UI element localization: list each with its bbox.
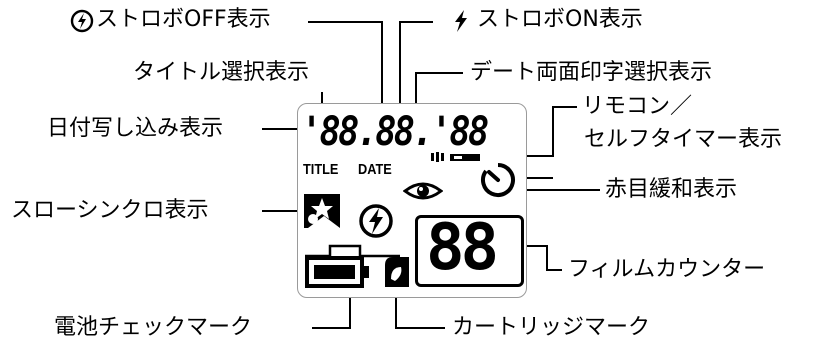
label-title-select: タイトル選択表示 bbox=[133, 60, 310, 85]
camera-outline bbox=[305, 244, 400, 258]
label-remote-self-timer-line1: リモコン／ bbox=[582, 94, 693, 119]
leader-film-counter bbox=[520, 245, 562, 271]
leader-cartridge bbox=[395, 289, 445, 329]
label-date-imprint: 日付写し込み表示 bbox=[47, 116, 224, 141]
label-cartridge: カートリッジマーク bbox=[452, 315, 651, 340]
label-date-print-select: デート両面印字選択表示 bbox=[470, 60, 713, 85]
label-battery-check: 電池チェックマーク bbox=[54, 315, 253, 340]
label-flash-off: ストロボOFF表示 bbox=[96, 7, 271, 32]
remote-control-icon bbox=[431, 152, 480, 162]
label-film-counter: フィルムカウンター bbox=[568, 257, 766, 282]
lightning-bolt-icon bbox=[455, 10, 467, 32]
lcd-title-text: TITLE bbox=[303, 161, 339, 178]
slow-sync-icon bbox=[304, 194, 340, 228]
lcd-date-digits: '88.88.'88 bbox=[301, 109, 489, 155]
battery-icon bbox=[305, 256, 369, 288]
self-timer-icon bbox=[481, 163, 515, 197]
film-counter-frame bbox=[415, 215, 524, 287]
eye-icon bbox=[403, 182, 443, 200]
leader-battery bbox=[312, 293, 351, 329]
flash-off-lcd-icon bbox=[359, 204, 393, 238]
label-flash-on: ストロボON表示 bbox=[477, 7, 643, 32]
label-red-eye: 赤目緩和表示 bbox=[605, 177, 738, 202]
label-slow-sync: スローシンクロ表示 bbox=[11, 198, 209, 223]
film-cartridge-icon bbox=[385, 257, 409, 287]
lcd-counter-digits: 88 bbox=[426, 211, 499, 285]
lcd-date-text: DATE bbox=[358, 161, 392, 178]
label-remote-self-timer-line2: セルフタイマー表示 bbox=[584, 127, 783, 152]
flash-off-icon bbox=[70, 9, 94, 33]
